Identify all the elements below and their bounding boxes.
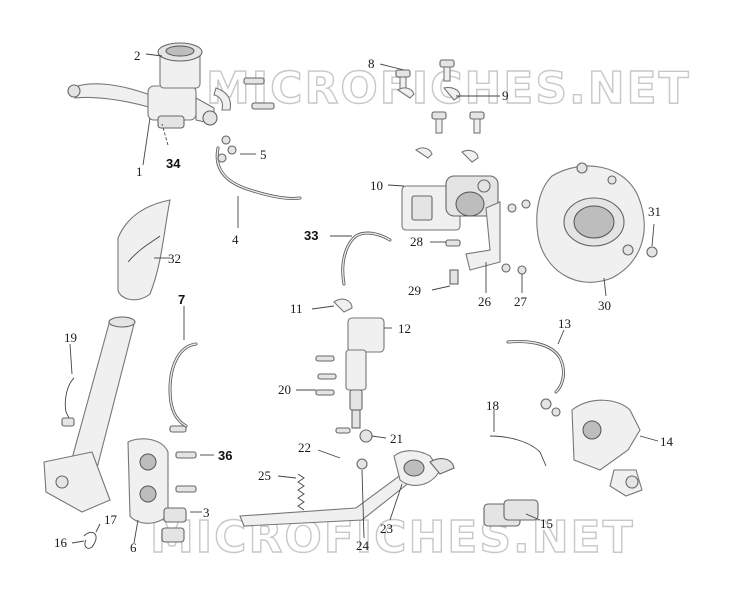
callout-26: 26 — [478, 294, 492, 309]
abs-modulator-unit — [401, 175, 499, 231]
callout-34: 34 — [166, 156, 181, 171]
front-fork-leg — [43, 316, 136, 513]
callout-20: 20 — [278, 382, 291, 397]
callout-6: 6 — [130, 540, 137, 555]
return-spring — [297, 473, 305, 511]
callout-7: 7 — [178, 292, 185, 307]
callout-17: 17 — [104, 512, 118, 527]
clip — [83, 531, 97, 549]
callout-19: 19 — [64, 330, 77, 345]
rear-mc-bolts — [315, 355, 351, 434]
callout-1: 1 — [136, 164, 143, 179]
callout-3: 3 — [203, 505, 210, 520]
speed-sensor-wire — [64, 377, 75, 421]
callout-21: 21 — [390, 431, 403, 446]
rear-sensor-wire — [489, 435, 547, 467]
callout-2: 2 — [134, 48, 141, 63]
callout-15: 15 — [540, 516, 553, 531]
bolts-group-top — [395, 59, 485, 163]
fork-guard — [117, 199, 171, 301]
front-hose-7 — [168, 342, 198, 428]
caliper-bolts — [169, 425, 197, 493]
rear-hose-33 — [341, 231, 392, 286]
callout-5: 5 — [260, 147, 267, 162]
abs-bracket — [445, 199, 531, 285]
front-brake-hose — [215, 135, 302, 201]
callout-8: 8 — [368, 56, 375, 71]
callout-4: 4 — [232, 232, 239, 247]
callout-13: 13 — [558, 316, 571, 331]
callout-18: 18 — [486, 398, 499, 413]
brake-pads-rear — [483, 499, 539, 527]
callout-16: 16 — [54, 535, 68, 550]
callout-27: 27 — [514, 294, 528, 309]
front-brake-caliper — [127, 438, 169, 524]
callout-25: 25 — [258, 468, 271, 483]
callout-10: 10 — [370, 178, 383, 193]
callout-labels: 1 2 3 4 5 6 7 8 9 10 11 12 14 13 15 16 1… — [54, 48, 674, 555]
front-master-cylinder — [67, 42, 275, 129]
callout-23: 23 — [380, 521, 393, 536]
brake-pads-front — [161, 507, 187, 543]
callout-29: 29 — [408, 283, 421, 298]
rear-hose-13 — [506, 340, 565, 394]
callout-30: 30 — [598, 298, 611, 313]
rear-brake-pedal — [239, 450, 455, 527]
watermark-bottom: MICROFICHES.NET — [150, 512, 635, 563]
callout-12: 12 — [398, 321, 411, 336]
brake-disc-cover — [536, 162, 658, 283]
callout-32: 32 — [168, 251, 181, 266]
callout-24: 24 — [356, 538, 370, 553]
callout-28: 28 — [410, 234, 423, 249]
callout-22: 22 — [298, 440, 311, 455]
rear-master-cylinder — [333, 298, 385, 443]
rear-brake-caliper — [540, 398, 643, 497]
callout-11: 11 — [290, 301, 303, 316]
callout-14: 14 — [660, 434, 674, 449]
callout-9: 9 — [502, 88, 509, 103]
callout-33: 33 — [304, 228, 318, 243]
callout-36: 36 — [218, 448, 232, 463]
callout-31: 31 — [648, 204, 661, 219]
